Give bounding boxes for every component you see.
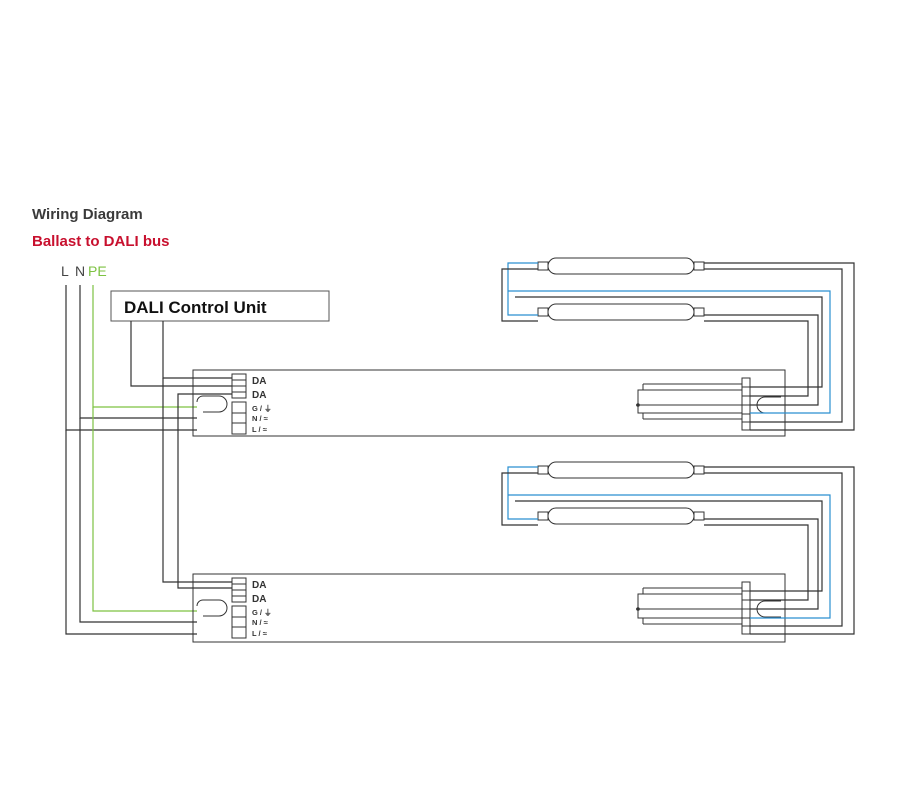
lamp-1a bbox=[547, 257, 695, 275]
pe-wire-2 bbox=[92, 407, 197, 612]
dali-control-unit bbox=[110, 290, 330, 322]
ballast-1: DA DA G / ⏚ N / ≈ L / ≈ bbox=[192, 369, 786, 437]
dali-bus-wires bbox=[130, 321, 233, 589]
n-wire-2 bbox=[79, 418, 197, 623]
ballast-2-g: G / ⏚ bbox=[252, 608, 272, 617]
lamp-group-2 bbox=[501, 461, 855, 635]
diagram-title: Wiring Diagram bbox=[32, 206, 143, 223]
ballast-2-da1: DA bbox=[252, 580, 266, 591]
supply-n-label: N bbox=[75, 263, 85, 279]
supply-l-label: L bbox=[61, 263, 69, 279]
ballast-1-g: G / ⏚ bbox=[252, 404, 272, 413]
ballast-2: DA DA G / ⏚ N / ≈ L / ≈ bbox=[192, 573, 786, 643]
diagram-subtitle: Ballast to DALI bus bbox=[32, 233, 170, 250]
control-unit-label: DALI Control Unit bbox=[124, 298, 267, 317]
l-wire-2 bbox=[65, 430, 197, 635]
lamp-2b bbox=[547, 507, 695, 525]
ballast-1-da2: DA bbox=[252, 390, 266, 401]
ballast-2-l: L / ≈ bbox=[252, 629, 267, 638]
ballast-2-da2: DA bbox=[252, 594, 266, 605]
lamp-1b bbox=[547, 303, 695, 321]
supply-pe-label: PE bbox=[88, 263, 107, 279]
lamp-group-1 bbox=[501, 257, 855, 431]
supply-wires bbox=[65, 285, 197, 635]
ballast-1-l: L / ≈ bbox=[252, 425, 267, 434]
ballast-1-da1: DA bbox=[252, 376, 266, 387]
ballast-2-n: N / ≈ bbox=[252, 618, 268, 627]
lamp-2a bbox=[547, 461, 695, 479]
ballast-1-n: N / ≈ bbox=[252, 414, 268, 423]
